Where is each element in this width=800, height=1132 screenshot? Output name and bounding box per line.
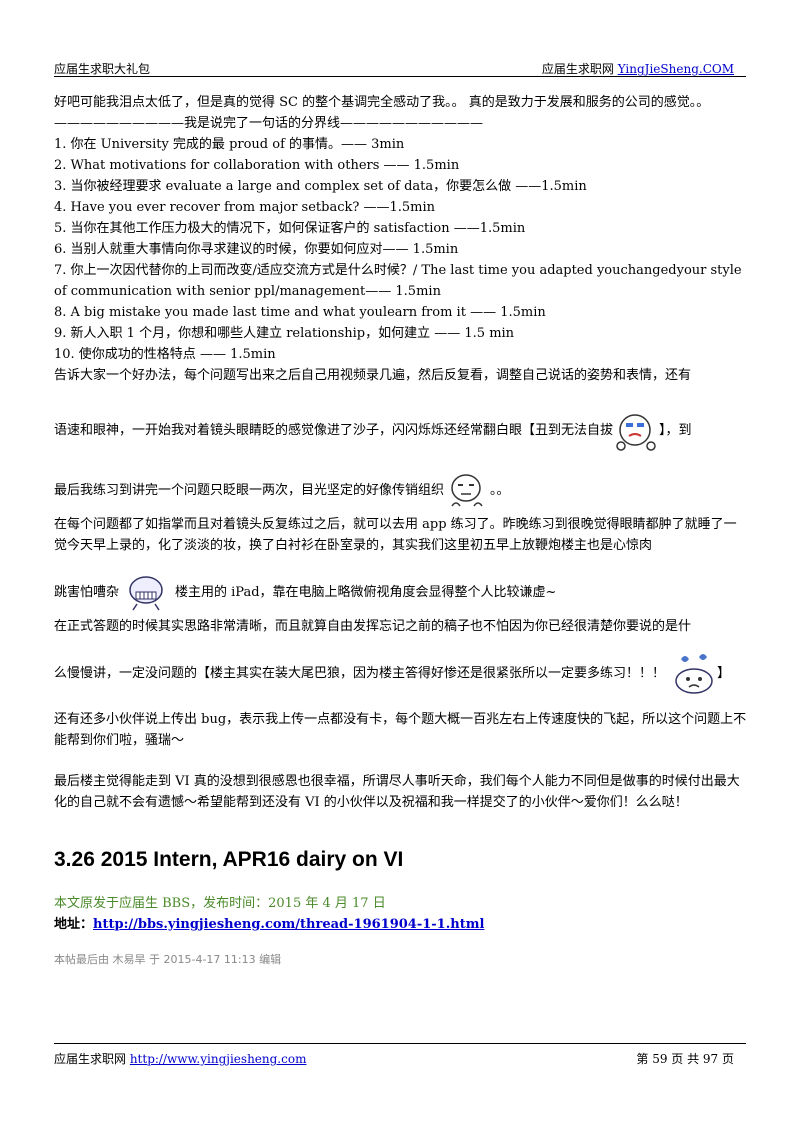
question-item: 8. A big mistake you made last time and … [54,305,546,320]
question-item: 4. Have you ever recover from major setb… [54,200,435,215]
question-item: 7. 你上一次因代替你的上司而改变/适应交流方式是什么时候？/ The last… [54,263,742,299]
question-item: 6. 当别人就重大事情向你寻求建议的时候，你要如何应对—— 1.5min [54,242,459,257]
tips-text-end: 。。 [490,483,510,498]
paragraph-upload-bug: 还有还多小伙伴说上传出 bug，表示我上传一点都没有卡，每个题大概一百兆左右上传… [54,712,747,748]
question-item: 2. What motivations for collaboration wi… [54,158,460,173]
tips-text-end: 】，到 [659,423,692,438]
paragraph-app-practice-end: 跳害怕嘈杂 楼主用的 iPad，靠在电脑上略微俯视角度会显得整个人比较谦虚~ [54,570,748,616]
thread-link[interactable]: http://bbs.yingjiesheng.com/thread-19619… [93,917,485,932]
tips-text: 最后我练习到讲完一个问题只眨眼一两次，目光坚定的好像传销组织 [54,483,445,498]
paragraph-closing: 最后楼主觉得能走到 VI 真的没想到很感恩也很幸福，所谓尽人事听天命，我们每个人… [54,774,740,810]
header-right: 应届生求职网 YingJieSheng.COM [542,60,734,77]
question-item: 5. 当你在其他工作压力极大的情况下，如何保证客户的 satisfaction … [54,221,526,236]
document-body: 好吧可能我泪点太低了，但是真的觉得 SC 的整个基调完全感动了我。。 真的是致力… [54,92,748,970]
page-number: 第 59 页 共 97 页 [636,1052,734,1066]
answering-text: 么慢慢讲，一定没问题的【楼主其实在装大尾巴狼，因为楼主答得好惨还是很紧张所以一定… [54,666,666,681]
footer-site-link[interactable]: http://www.yingjiesheng.com [129,1052,307,1066]
practice-text: 跳害怕嘈杂 [54,585,120,600]
paragraph-app-practice: 在每个问题都了如指掌而且对着镜头反复练过之后，就可以去用 app 练习了。昨晚练… [54,517,737,553]
header-rule [54,76,746,77]
flustered-emoticon-icon [671,653,717,697]
footer-rule [54,1043,746,1044]
source-line: 本文原发于应届生 BBS，发布时间：2015 年 4 月 17 日 [54,896,386,911]
footer-site-name: 应届生求职网 [54,1052,130,1066]
address-line: 地址：http://bbs.yingjiesheng.com/thread-19… [54,914,748,935]
answering-text-end: 】 [717,666,731,681]
header-site-link[interactable]: YingJieSheng.COM [617,62,734,76]
header-site-name: 应届生求职网 [541,62,618,76]
determined-emoticon-icon [444,470,490,514]
scared-emoticon-icon [123,572,169,616]
tips-text: 语速和眼神，一开始我对着镜头眼睛眨的感觉像进了沙子，闪闪烁烁还经常翻白眼【丑到无… [54,423,614,438]
paragraph-tips-line3: 最后我练习到讲完一个问题只眨眼一两次，目光坚定的好像传销组织 。。 [54,468,748,514]
footer-left: 应届生求职网 http://www.yingjiesheng.com [54,1050,306,1067]
edit-note: 本帖最后由 木易旱 于 2015-4-17 11:13 编辑 [54,953,282,966]
header-left-title: 应届生求职大礼包 [54,62,151,76]
question-item: 9. 新人入职 1 个月，你想和哪些人建立 relationship，如何建立 … [54,326,515,341]
divider-line: ——————————我是说完了一句话的分界线——————————— [54,116,484,131]
question-item: 1. 你在 University 完成的最 proud of 的事情。—— 3m… [54,137,405,152]
paragraph-answering-end: 么慢慢讲，一定没问题的【楼主其实在装大尾巴狼，因为楼主答得好惨还是很紧张所以一定… [54,651,748,697]
paragraph-tips-line1: 告诉大家一个好办法，每个问题写出来之后自己用视频录几遍，然后反复看，调整自己说话… [54,368,692,383]
section-title: 3.26 2015 Intern, APR16 dairy on VI [54,848,404,871]
question-item: 10. 使你成功的性格特点 —— 1.5min [54,347,276,362]
question-item: 3. 当你被经理要求 evaluate a large and complex … [54,179,587,194]
paragraph-intro: 好吧可能我泪点太低了，但是真的觉得 SC 的整个基调完全感动了我。。 真的是致力… [54,95,710,110]
paragraph-tips-line2: 语速和眼神，一开始我对着镜头眼睛眨的感觉像进了沙子，闪闪烁烁还经常翻白眼【丑到无… [54,408,748,454]
address-label: 地址： [54,917,94,932]
crying-emoticon-icon [613,410,659,454]
paragraph-answering: 在正式答题的时候其实思路非常清晰，而且就算自由发挥忘记之前的稿子也不怕因为你已经… [54,619,692,634]
practice-text-end: 楼主用的 iPad，靠在电脑上略微俯视角度会显得整个人比较谦虚~ [175,585,557,600]
